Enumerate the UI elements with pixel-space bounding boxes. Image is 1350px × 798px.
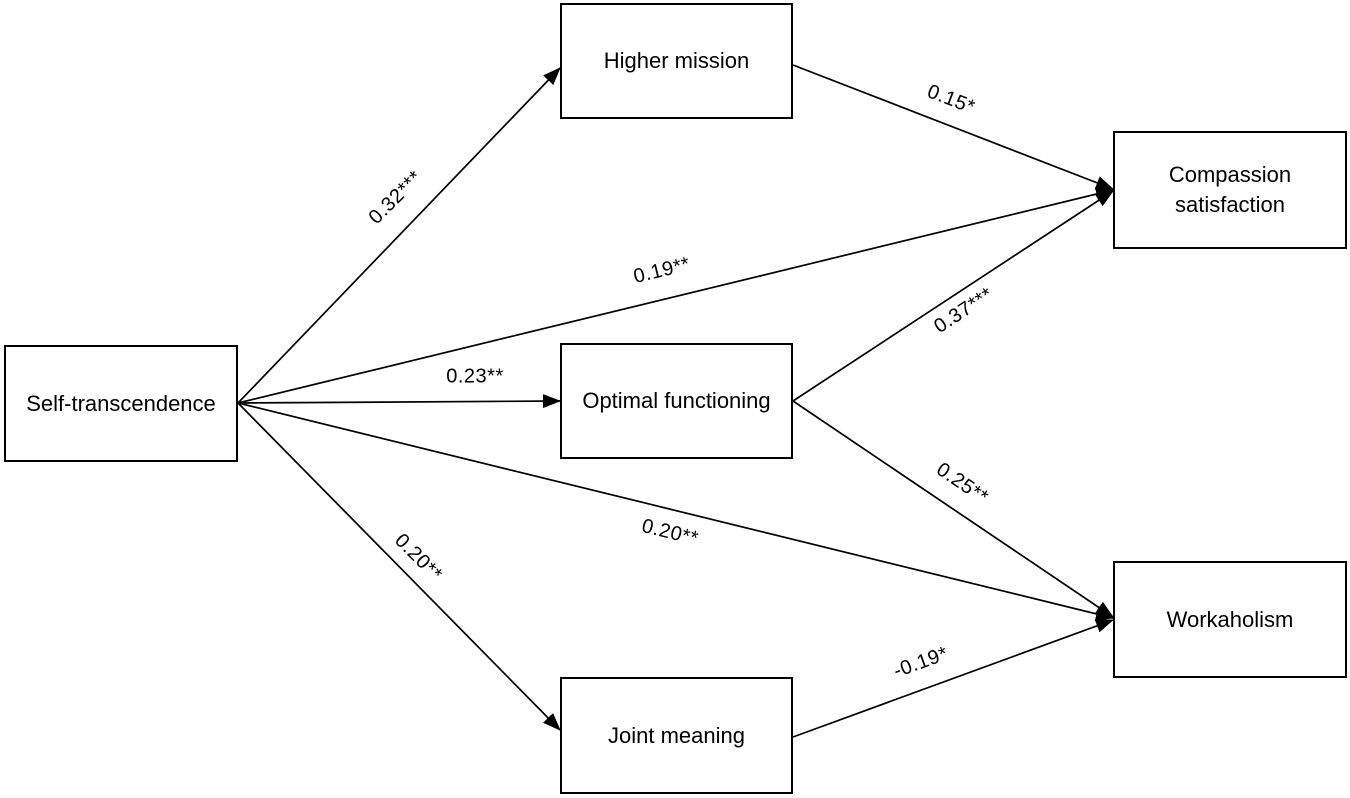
node-joint-meaning: Joint meaning [560,677,793,794]
arrow-self-transcendence-to-compassion-satisfaction [237,187,1114,404]
node-compassion-satisfaction: Compassion satisfaction [1113,131,1347,249]
arrow-self-transcendence-to-joint-meaning [237,402,561,731]
node-label: Joint meaning [608,722,745,748]
node-label: Higher mission [603,48,750,74]
node-label: Self-transcendence [26,390,216,416]
node-self-transcendence: Self-transcendence [4,345,238,462]
arrow-joint-meaning-to-workaholism [792,619,1114,738]
arrow-optimal-functioning-to-compassion-satisfaction [792,190,1114,402]
node-label: Workaholism [1166,606,1294,632]
node-higher-mission: Higher mission [560,3,793,119]
arrow-self-transcendence-to-optimal-functioning [237,394,561,409]
arrow-self-transcendence-to-workaholism [237,402,1114,621]
coefficient-label-st-to-optimal-functioning: 0.23** [446,365,504,388]
node-label: Compassion satisfaction [1168,162,1292,217]
node-label: Optimal functioning [582,388,771,414]
edge-lines [237,64,1114,738]
arrow-optimal-functioning-to-workaholism [792,400,1114,618]
node-optimal-functioning: Optimal functioning [560,343,793,459]
arrow-higher-mission-to-compassion-satisfaction [792,64,1114,190]
node-workaholism: Workaholism [1113,561,1347,678]
arrow-self-transcendence-to-higher-mission [237,67,561,404]
